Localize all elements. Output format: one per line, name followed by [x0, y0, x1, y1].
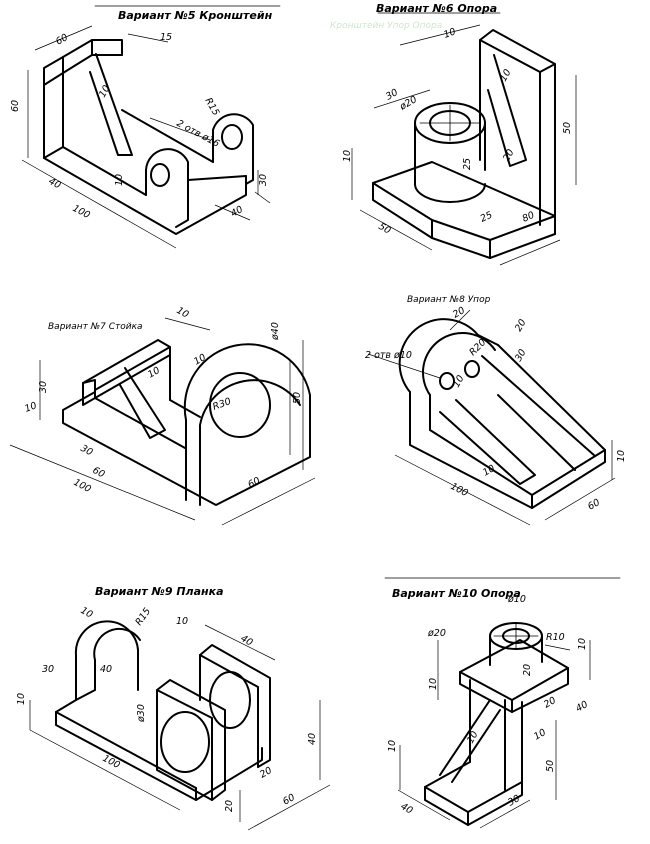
- v7-dim-0: 10: [175, 305, 191, 321]
- v9-dim-1: R15: [133, 606, 153, 628]
- v6-dim-7: 20: [501, 148, 517, 164]
- v8-dim-6: 10: [481, 463, 497, 479]
- v9-dim-8: 100: [101, 753, 122, 771]
- v6-dim-2: 30: [384, 87, 400, 103]
- variant-8-drawing: Вариант №8 Упор 20 20 2 отв ø10 R20 30 1…: [365, 295, 627, 526]
- v8-dim-7: 100: [449, 481, 470, 499]
- v10-dim-11: 50: [545, 760, 556, 772]
- v7-dim-10: 100: [72, 477, 93, 495]
- v6-dim-9: 50: [377, 221, 393, 237]
- variant-9-drawing: Вариант №9 Планка 10 R15 10 40 30 40 ø30: [16, 585, 331, 831]
- v8-dim-0: 20: [451, 305, 467, 321]
- v8-dim-5: 10: [451, 374, 467, 390]
- v9-dim-3: 40: [239, 633, 255, 649]
- v7-dim-1: 30: [38, 381, 49, 393]
- v5-dim-6: 10: [114, 174, 125, 186]
- v7-dim-3: 10: [146, 365, 162, 381]
- v5-dim-8: 40: [47, 176, 63, 191]
- v5-dim-9: 100: [71, 203, 92, 221]
- v10-dim-1: ø20: [427, 628, 446, 639]
- v6-watermark: Кронштейн Упор Опора: [330, 21, 442, 31]
- v7-dim-7: 50: [292, 392, 303, 404]
- v8-title: Вариант №8 Упор: [407, 295, 491, 305]
- variant-6-drawing: Вариант №6 Опора Кронштейн Упор Опора 10: [330, 2, 577, 266]
- v8-dim-4: 30: [513, 348, 529, 364]
- v6-title: Вариант №6 Опора: [376, 2, 497, 15]
- v6-dim-10: 80: [521, 210, 537, 225]
- v9-dim-10: 40: [307, 733, 318, 745]
- v8-dim-9: 10: [616, 450, 627, 462]
- v9-dim-0: 10: [79, 605, 95, 621]
- v9-dim-9: 20: [258, 765, 274, 781]
- v10-dim-12: 40: [399, 801, 415, 817]
- v7-dim-11: 60: [246, 475, 262, 490]
- v7-dim-6: R30: [211, 396, 232, 413]
- v6-dim-0: 10: [442, 26, 457, 40]
- v6-dim-4: 50: [562, 122, 573, 134]
- v8-dim-2: 2 отв ø10: [365, 350, 412, 361]
- v10-dim-5: 20: [522, 664, 533, 676]
- v10-dim-6: 20: [542, 695, 558, 711]
- v10-title: Вариант №10 Опора: [392, 587, 521, 600]
- v5-dim-3: R15: [202, 96, 221, 118]
- v10-dim-0: ø10: [507, 594, 526, 605]
- variant-7-drawing: Вариант №7 Стойка 10 30 10 10 ø40 10 R30…: [9, 305, 316, 526]
- v6-dim-3: ø20: [397, 94, 419, 113]
- v5-dim-7: 30: [258, 174, 269, 186]
- v7-dim-5: 10: [192, 352, 208, 368]
- v5-dim-10: 40: [229, 204, 245, 220]
- v10-dim-8: 10: [465, 730, 481, 746]
- v10-dim-7: 40: [574, 699, 590, 715]
- v9-dim-7: 10: [16, 693, 27, 705]
- v9-title: Вариант №9 Планка: [95, 585, 224, 598]
- v10-dim-2: R10: [546, 632, 565, 643]
- v8-dim-8: 60: [586, 497, 602, 513]
- v9-dim-11: 20: [224, 800, 235, 812]
- v7-dim-8: 30: [79, 443, 95, 458]
- v6-dim-6: 25: [462, 158, 473, 170]
- v5-dim-0: 60: [54, 32, 70, 48]
- v7-dim-9: 60: [91, 465, 107, 480]
- v7-dim-2: 10: [23, 400, 38, 414]
- v9-dim-5: 40: [100, 664, 112, 675]
- variant-5-drawing: Вариант №5 Кронштейн 60 15 60 R15 2 отв: [10, 9, 273, 249]
- v5-dim-2: 60: [10, 100, 21, 112]
- v6-dim-1: 10: [498, 68, 514, 84]
- variant-10-drawing: Вариант №10 Опора ø10 ø20 R1: [387, 587, 591, 829]
- v5-dim-1: 15: [160, 32, 172, 43]
- v7-dim-4: ø40: [270, 322, 281, 341]
- v10-dim-3: 10: [577, 638, 588, 650]
- v7-title: Вариант №7 Стойка: [48, 322, 143, 332]
- v9-dim-12: 60: [281, 792, 297, 808]
- v10-dim-13: 30: [506, 793, 522, 809]
- v9-dim-2: 10: [176, 616, 188, 627]
- v9-dim-6: ø30: [136, 704, 147, 723]
- v10-dim-9: 10: [532, 727, 548, 743]
- v10-dim-4: 10: [428, 678, 439, 690]
- v6-dim-8: 25: [479, 210, 495, 225]
- v9-dim-4: 30: [42, 664, 54, 675]
- v5-dim-5: 10: [97, 84, 113, 100]
- v8-dim-1: 20: [513, 318, 529, 334]
- v10-dim-10: 10: [387, 740, 398, 752]
- v6-dim-5: 10: [342, 150, 353, 162]
- v5-title: Вариант №5 Кронштейн: [118, 9, 273, 22]
